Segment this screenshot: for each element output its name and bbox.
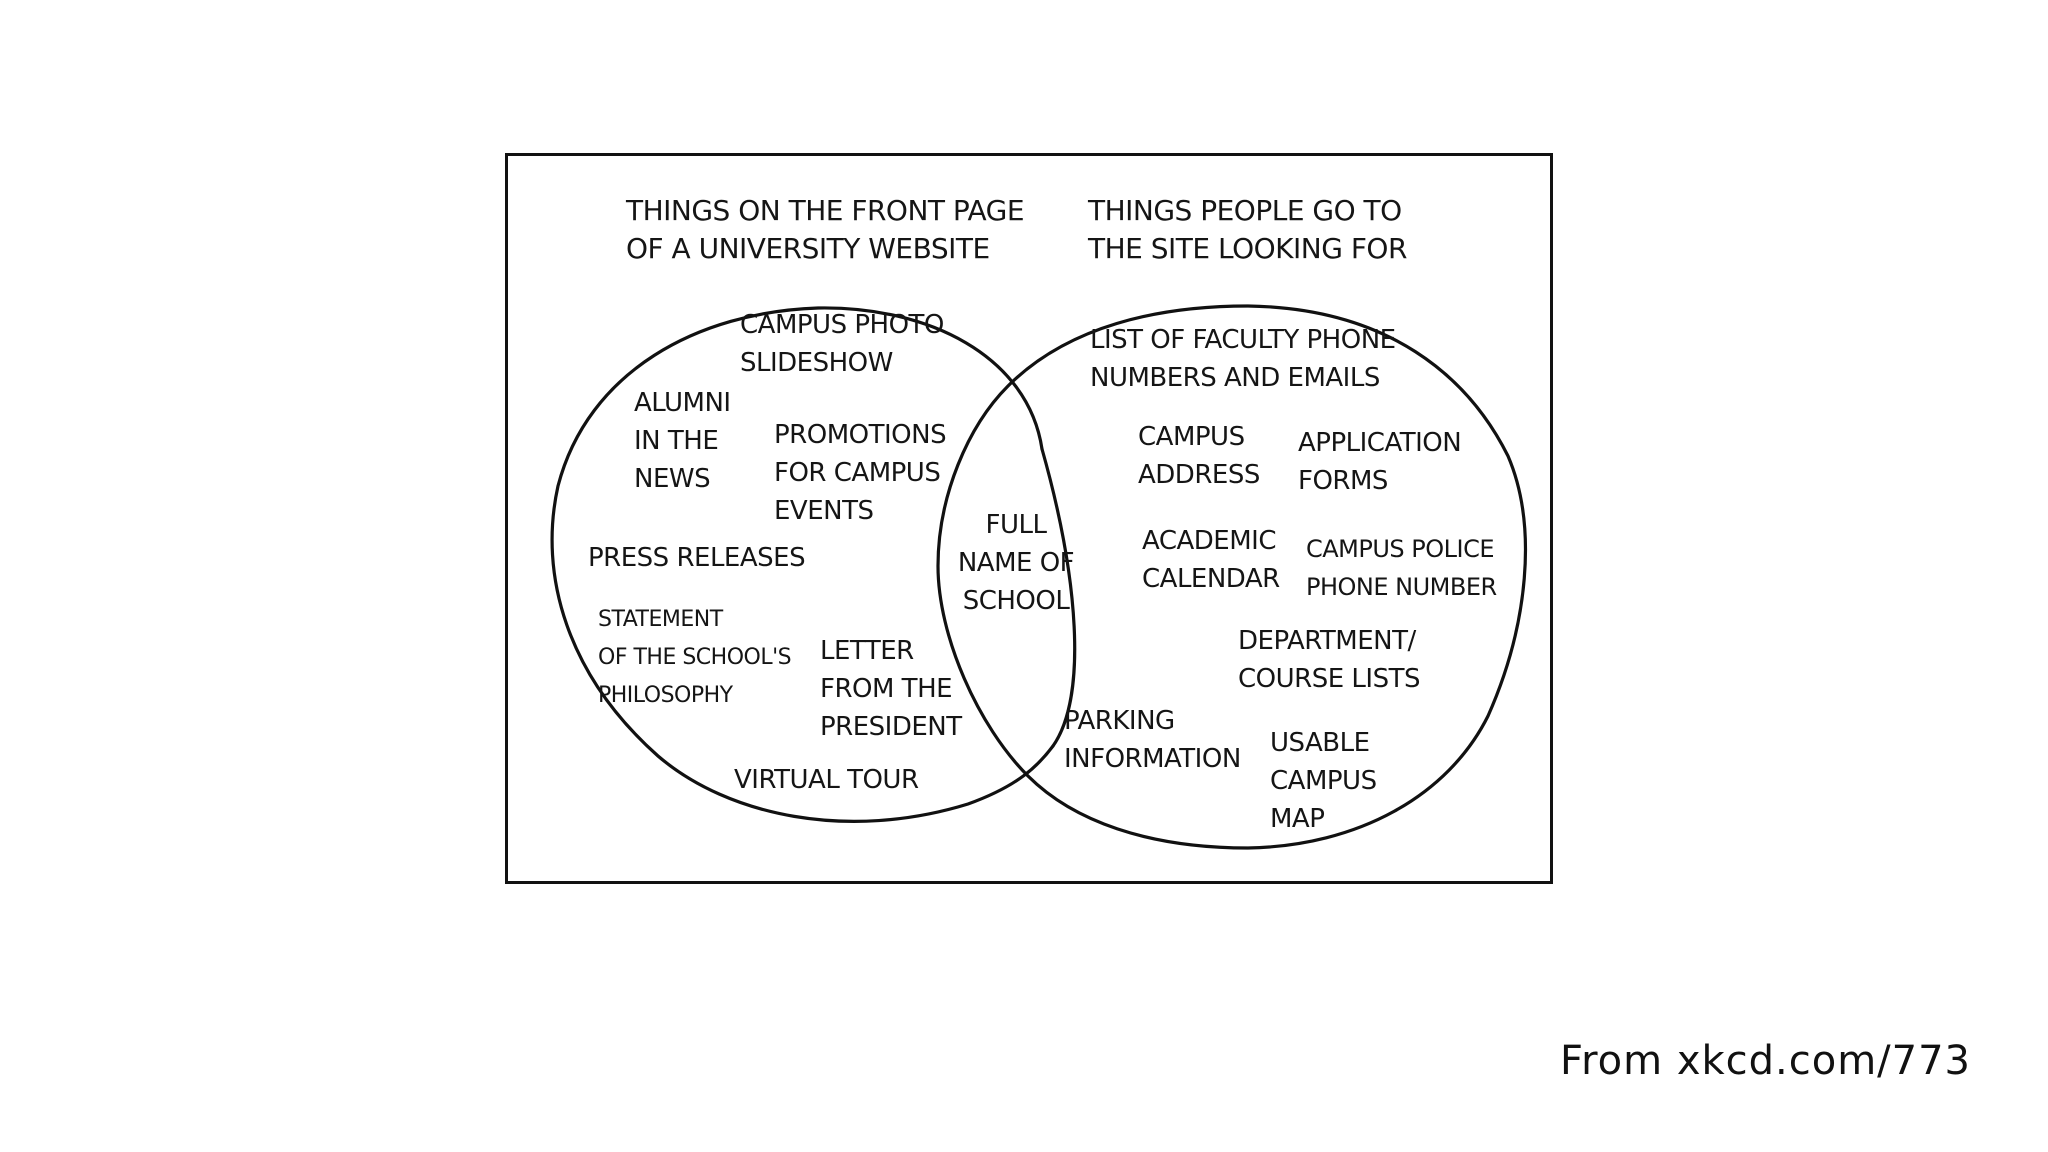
left-set-circle-closure [1040, 447, 1077, 748]
item-full-name-of-school: FULL NAME OF SCHOOL [957, 510, 1075, 616]
item-press-releases: PRESS RELEASES [588, 543, 806, 573]
item-statement-of-philosophy: STATEMENT OF THE SCHOOL'S PHILOSOPHY [598, 607, 792, 708]
item-virtual-tour: VIRTUAL TOUR [734, 765, 919, 795]
item-department-course-lists: DEPARTMENT/ COURSE LISTS [1238, 626, 1420, 694]
item-faculty-phone-emails: LIST OF FACULTY PHONE NUMBERS AND EMAILS [1090, 325, 1396, 393]
source-credit: From xkcd.com/773 [1560, 1038, 1972, 1084]
item-campus-photo-slideshow: CAMPUS PHOTO SLIDESHOW [740, 310, 944, 378]
item-letter-from-president: LETTER FROM THE PRESIDENT [820, 636, 962, 742]
item-campus-address: CAMPUS ADDRESS [1138, 422, 1260, 490]
right-set-heading: THINGS PEOPLE GO TO THE SITE LOOKING FOR [1088, 194, 1407, 265]
comic-frame: THINGS ON THE FRONT PAGE OF A UNIVERSITY… [505, 153, 1553, 884]
item-academic-calendar: ACADEMIC CALENDAR [1142, 526, 1280, 594]
item-parking-information: PARKING INFORMATION [1064, 706, 1241, 774]
item-alumni-in-the-news: ALUMNI IN THE NEWS [634, 388, 731, 494]
item-promotions-for-campus-events: PROMOTIONS FOR CAMPUS EVENTS [774, 420, 947, 526]
right-set-circle [936, 304, 1528, 850]
left-set-circle [550, 306, 1055, 823]
item-application-forms: APPLICATION FORMS [1298, 428, 1462, 496]
item-usable-campus-map: USABLE CAMPUS MAP [1270, 728, 1377, 834]
left-set-heading: THINGS ON THE FRONT PAGE OF A UNIVERSITY… [626, 194, 1025, 265]
item-campus-police-phone: CAMPUS POLICE PHONE NUMBER [1306, 535, 1497, 601]
venn-diagram [550, 304, 1528, 850]
